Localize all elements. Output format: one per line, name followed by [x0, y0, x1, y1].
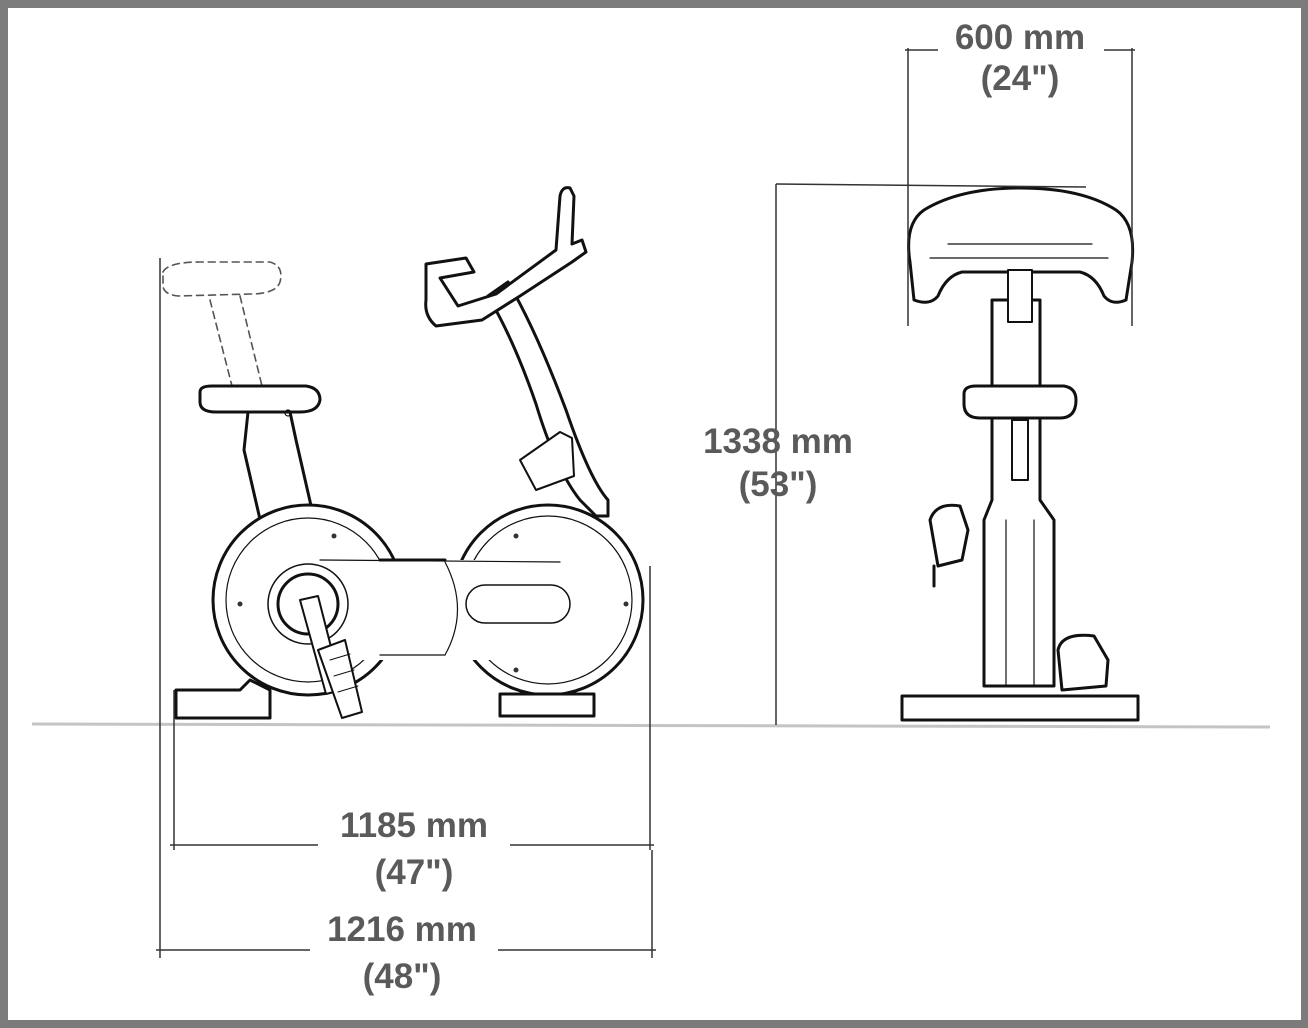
- front-seat: [964, 386, 1076, 418]
- height-imperial: (53"): [688, 467, 868, 502]
- height-metric: 1338 mm: [688, 424, 868, 459]
- height-label: 1338 mm (53"): [688, 424, 868, 502]
- floor-line: [32, 724, 1270, 727]
- front-pedal-left: [930, 505, 968, 566]
- seat-raised-dashed: [163, 262, 281, 386]
- length-metric: 1185 mm: [314, 808, 514, 843]
- front-foot: [176, 680, 270, 718]
- bike-front-view: [902, 188, 1138, 720]
- front-column: [984, 300, 1054, 686]
- length-extended-metric: 1216 mm: [302, 912, 502, 947]
- front-pedal-right: [1058, 635, 1108, 690]
- length-extended-imperial: (48"): [302, 959, 502, 994]
- main-beam: [320, 560, 560, 660]
- length-label: 1185 mm (47"): [314, 808, 514, 890]
- bike-side-view: [163, 188, 643, 718]
- width-metric: 600 mm: [920, 20, 1120, 55]
- seat: [200, 386, 320, 412]
- length-extended-label: 1216 mm (48"): [302, 912, 502, 994]
- front-base: [902, 696, 1138, 720]
- width-label: 600 mm (24"): [920, 20, 1120, 96]
- length-imperial: (47"): [314, 855, 514, 890]
- rear-foot: [500, 694, 594, 716]
- handlebar: [426, 188, 586, 326]
- width-imperial: (24"): [920, 61, 1120, 96]
